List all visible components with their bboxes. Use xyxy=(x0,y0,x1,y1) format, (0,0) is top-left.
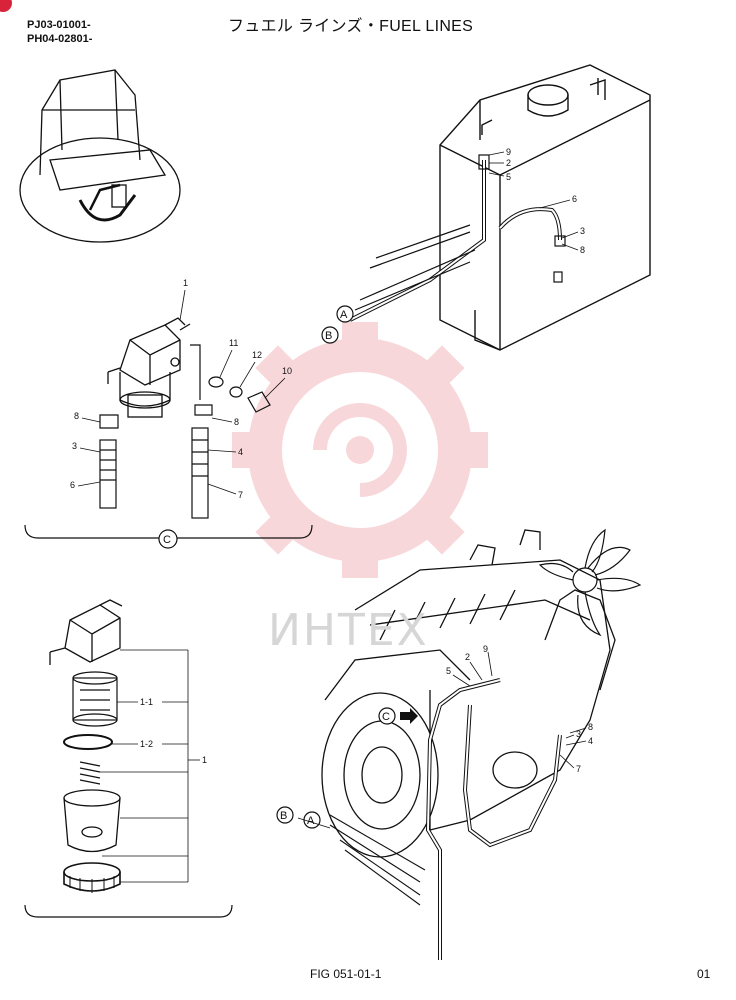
engine-callout-5: 5 xyxy=(446,666,451,676)
engine-leaders xyxy=(452,651,587,769)
tank-callout-6: 6 xyxy=(572,194,577,204)
excavator-thumbnail xyxy=(19,69,181,243)
serial-range-2: PH04-02801- xyxy=(27,33,93,45)
filter-leaders xyxy=(77,289,286,495)
filter-fittings xyxy=(99,344,271,429)
engine-fan xyxy=(538,528,642,637)
tank-hoses xyxy=(349,154,566,322)
tank-callout-5: 5 xyxy=(506,172,511,182)
engine-callout-2: 2 xyxy=(465,652,470,662)
filter-callout-11: 11 xyxy=(229,338,238,348)
filter-callout-8a: 8 xyxy=(234,417,239,427)
filter-callout-12: 12 xyxy=(252,350,262,360)
svg-text:C: C xyxy=(382,711,390,723)
svg-text:A: A xyxy=(307,815,315,827)
page-number: 01 xyxy=(697,967,711,981)
engine-fuel-lines xyxy=(329,678,562,960)
exploded-filter-head xyxy=(49,599,123,665)
section-c-ref: C xyxy=(158,529,178,549)
filter-callout-1: 1 xyxy=(183,278,188,288)
tank-callout-8: 8 xyxy=(580,245,585,255)
engine-ref-leader xyxy=(297,817,331,829)
engine-callout-3: 3 xyxy=(576,729,581,739)
tank-callout-2: 2 xyxy=(506,158,511,168)
tank-callout-9: 9 xyxy=(506,147,511,157)
svg-text:B: B xyxy=(325,330,332,342)
exploded-bowl xyxy=(63,789,121,853)
watermark-text: ИНТЕХ xyxy=(268,605,429,656)
exploded-leaders xyxy=(100,649,200,883)
engine-callout-4: 4 xyxy=(588,736,593,746)
exploded-callout-1-2: 1-2 xyxy=(140,739,153,749)
svg-text:B: B xyxy=(280,810,287,822)
exploded-callout-1: 1 xyxy=(202,755,207,765)
engine-callout-8: 8 xyxy=(588,722,593,732)
tank-callout-3: 3 xyxy=(580,226,585,236)
svg-text:C: C xyxy=(163,534,171,546)
corner-badge xyxy=(0,0,12,12)
engine-callout-9: 9 xyxy=(483,644,488,654)
exploded-o-ring xyxy=(63,734,113,750)
exploded-spring xyxy=(79,761,101,785)
filter-callout-8b: 8 xyxy=(74,411,79,421)
filter-callout-4: 4 xyxy=(238,447,243,457)
filter-callout-7: 7 xyxy=(238,490,243,500)
filter-callout-6: 6 xyxy=(70,480,75,490)
tank-leaders xyxy=(488,151,579,251)
watermark-gear-logo xyxy=(232,322,488,578)
exploded-callout-1-1: 1-1 xyxy=(140,697,153,707)
tank-ref-a: A xyxy=(336,305,354,323)
svg-text:A: A xyxy=(340,309,348,321)
filter-callout-3: 3 xyxy=(72,441,77,451)
engine-ref-c: C xyxy=(378,707,396,725)
fuel-filter-assembly xyxy=(107,317,191,418)
page-title: フュエル ラインズ・FUEL LINES xyxy=(228,18,474,35)
serial-range-1: PJ03-01001- xyxy=(27,19,91,31)
tank-ref-b: B xyxy=(321,326,339,344)
engine-ref-b: B xyxy=(276,806,294,824)
filter-hoses xyxy=(99,427,209,519)
exploded-bracket xyxy=(24,904,233,918)
engine-callout-7: 7 xyxy=(576,764,581,774)
exploded-ring-nut xyxy=(63,862,121,893)
figure-number: FIG 051-01-1 xyxy=(310,967,382,981)
engine-ref-a: A xyxy=(303,811,321,829)
exploded-filter-element xyxy=(72,671,118,727)
filter-callout-10: 10 xyxy=(282,366,292,376)
section-c-arrow xyxy=(400,708,418,724)
